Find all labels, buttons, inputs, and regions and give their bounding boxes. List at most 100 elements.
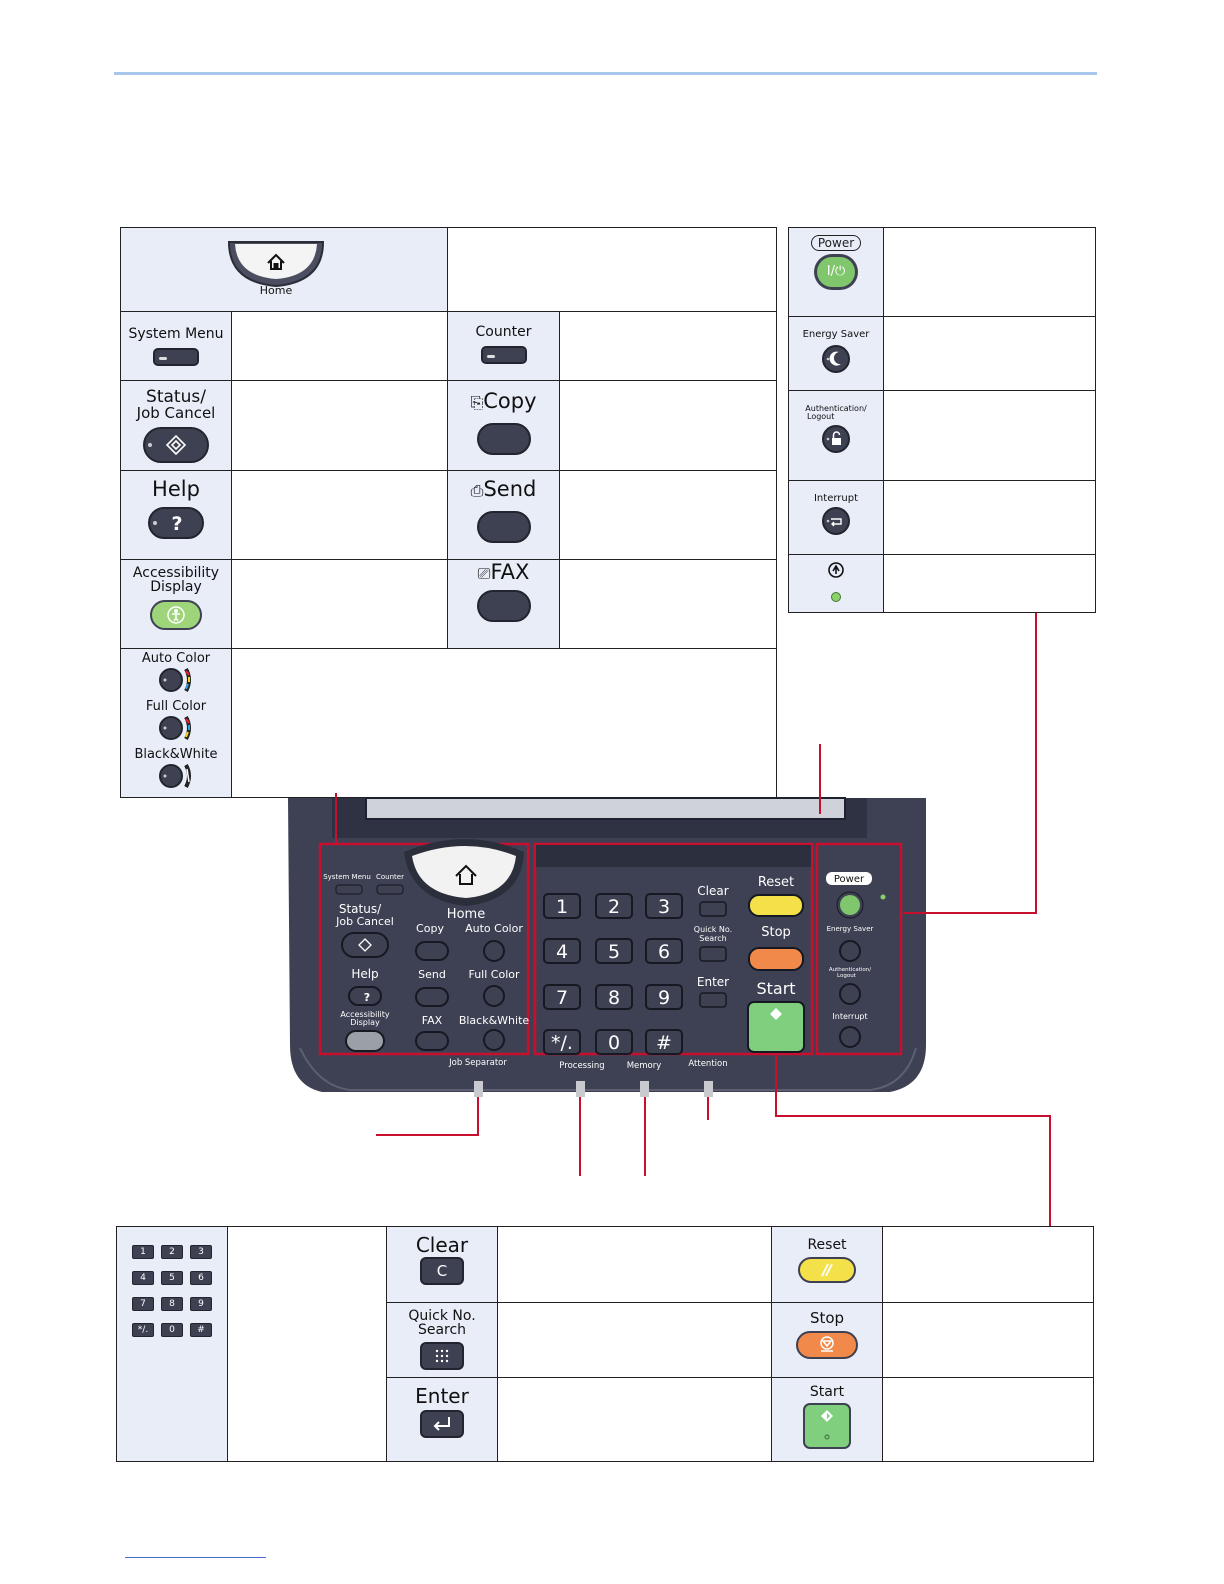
status-job-cancel-button[interactable]: [140, 425, 212, 465]
panel-interrupt-label: Interrupt: [832, 1012, 867, 1021]
quick-search-cell: Quick No. Search: [386, 1302, 498, 1378]
panel-fax-button[interactable]: [415, 1031, 449, 1051]
send-button[interactable]: [476, 511, 531, 543]
panel-power-button[interactable]: [840, 895, 860, 915]
stop-button[interactable]: [794, 1329, 860, 1361]
panel-energy-button[interactable]: [839, 940, 861, 962]
panel-reset-button[interactable]: [748, 894, 804, 917]
numeric-key[interactable]: #: [190, 1323, 212, 1337]
reset-button[interactable]: [796, 1255, 858, 1285]
panel-full-color-button[interactable]: [483, 985, 505, 1007]
fax-button[interactable]: [476, 590, 531, 622]
panel-interrupt-button[interactable]: [839, 1026, 861, 1048]
power-led-icon: [831, 592, 841, 602]
send-heading: ⎙Send: [448, 477, 559, 501]
copy-icon: ⎘: [470, 393, 484, 412]
system-menu-button[interactable]: [153, 348, 199, 366]
panel-system-menu-button[interactable]: [335, 884, 363, 895]
panel-fax-label: FAX: [422, 1014, 443, 1027]
numeric-key[interactable]: 8: [161, 1297, 183, 1311]
main-power-desc: [883, 554, 1096, 613]
full-color-button[interactable]: [154, 714, 198, 742]
keypad-dots-icon: [435, 1349, 449, 1363]
counter-button[interactable]: [480, 346, 527, 364]
numeric-key[interactable]: 5: [161, 1271, 183, 1285]
numeric-key[interactable]: 6: [190, 1271, 212, 1285]
panel-status-button[interactable]: [341, 932, 389, 958]
panel-send-label: Send: [418, 968, 446, 981]
panel-numeric-key-label: 7: [556, 987, 568, 1009]
panel-auth-label-1: Authentication/: [829, 967, 871, 973]
start-desc: [882, 1377, 1094, 1462]
panel-help-button[interactable]: [348, 986, 382, 1006]
accessibility-cell: Accessibility Display: [120, 559, 232, 649]
panel-auto-color-button[interactable]: [483, 940, 505, 962]
accessibility-display-button[interactable]: [148, 598, 204, 632]
panel-copy-button[interactable]: [415, 941, 449, 961]
panel-accessibility-button[interactable]: [345, 1030, 385, 1052]
numeric-key[interactable]: 2: [161, 1245, 183, 1259]
panel-numeric-key[interactable]: [645, 984, 683, 1010]
black-white-button[interactable]: [154, 762, 198, 790]
panel-access-label-1: Accessibility: [340, 1010, 389, 1019]
panel-start-button[interactable]: [747, 1001, 805, 1053]
panel-numeric-key[interactable]: [543, 938, 581, 964]
panel-numeric-key-label: 5: [608, 941, 620, 963]
enter-button[interactable]: [418, 1408, 466, 1440]
enter-icon: [433, 1417, 450, 1431]
panel-numeric-key[interactable]: [595, 984, 633, 1010]
energy-saver-button[interactable]: [819, 343, 853, 375]
panel-full-color-label: Full Color: [468, 968, 520, 981]
copy-button[interactable]: [476, 423, 531, 455]
numeric-key[interactable]: 0: [161, 1323, 183, 1337]
header-rule: [114, 72, 1097, 75]
copy-desc: [559, 380, 777, 471]
enter-label: Enter: [415, 1384, 469, 1408]
energy-saver-cell: Energy Saver: [788, 316, 884, 391]
numeric-key[interactable]: 3: [190, 1245, 212, 1259]
led-icon: [159, 357, 167, 360]
clear-button[interactable]: C: [420, 1257, 464, 1285]
panel-stop-button[interactable]: [748, 947, 804, 971]
panel-enter-label: Enter: [697, 975, 729, 989]
authentication-logout-button[interactable]: [819, 423, 853, 455]
panel-send-button[interactable]: [415, 987, 449, 1007]
quick-search-desc: [497, 1302, 772, 1378]
moon-icon: [829, 351, 841, 366]
power-button[interactable]: I/⏻: [814, 254, 858, 290]
panel-numeric-key[interactable]: [645, 1029, 683, 1055]
panel-numeric-key[interactable]: [645, 938, 683, 964]
panel-clear-button[interactable]: [699, 901, 727, 917]
numeric-key[interactable]: 9: [190, 1297, 212, 1311]
numeric-key[interactable]: 1: [132, 1245, 154, 1259]
copy-heading: ⎘Copy: [448, 389, 559, 413]
panel-auth-label-2: Logout: [837, 973, 857, 979]
interrupt-button[interactable]: [819, 505, 853, 537]
panel-numeric-key[interactable]: [543, 984, 581, 1010]
status-label-2: Job Cancel: [136, 404, 216, 422]
auto-color-button[interactable]: [154, 666, 198, 694]
fax-cell: ⎚FAX: [447, 559, 560, 649]
numeric-key[interactable]: 7: [132, 1297, 154, 1311]
quick-no-search-button[interactable]: [418, 1340, 466, 1372]
help-button[interactable]: ?: [145, 505, 207, 541]
panel-numeric-key[interactable]: [595, 1029, 633, 1055]
power-desc: [883, 227, 1096, 317]
panel-numeric-key[interactable]: [543, 893, 581, 919]
panel-numeric-key-label: 6: [658, 941, 670, 963]
panel-counter-button[interactable]: [376, 884, 404, 895]
panel-bw-button[interactable]: [483, 1029, 505, 1051]
panel-numeric-key[interactable]: [543, 1029, 581, 1055]
numeric-key[interactable]: */.: [132, 1323, 154, 1337]
panel-enter-button[interactable]: [699, 992, 727, 1008]
panel-quick-button[interactable]: [699, 946, 727, 962]
job-separator-label: Job Separator: [448, 1058, 507, 1068]
numeric-key[interactable]: 4: [132, 1271, 154, 1285]
start-button[interactable]: [801, 1401, 853, 1451]
panel-start-label: Start: [756, 979, 795, 998]
panel-numeric-key[interactable]: [595, 938, 633, 964]
panel-numeric-key[interactable]: [645, 893, 683, 919]
home-key-cell: Home: [120, 227, 448, 312]
panel-auth-button[interactable]: [839, 983, 861, 1005]
panel-numeric-key[interactable]: [595, 893, 633, 919]
